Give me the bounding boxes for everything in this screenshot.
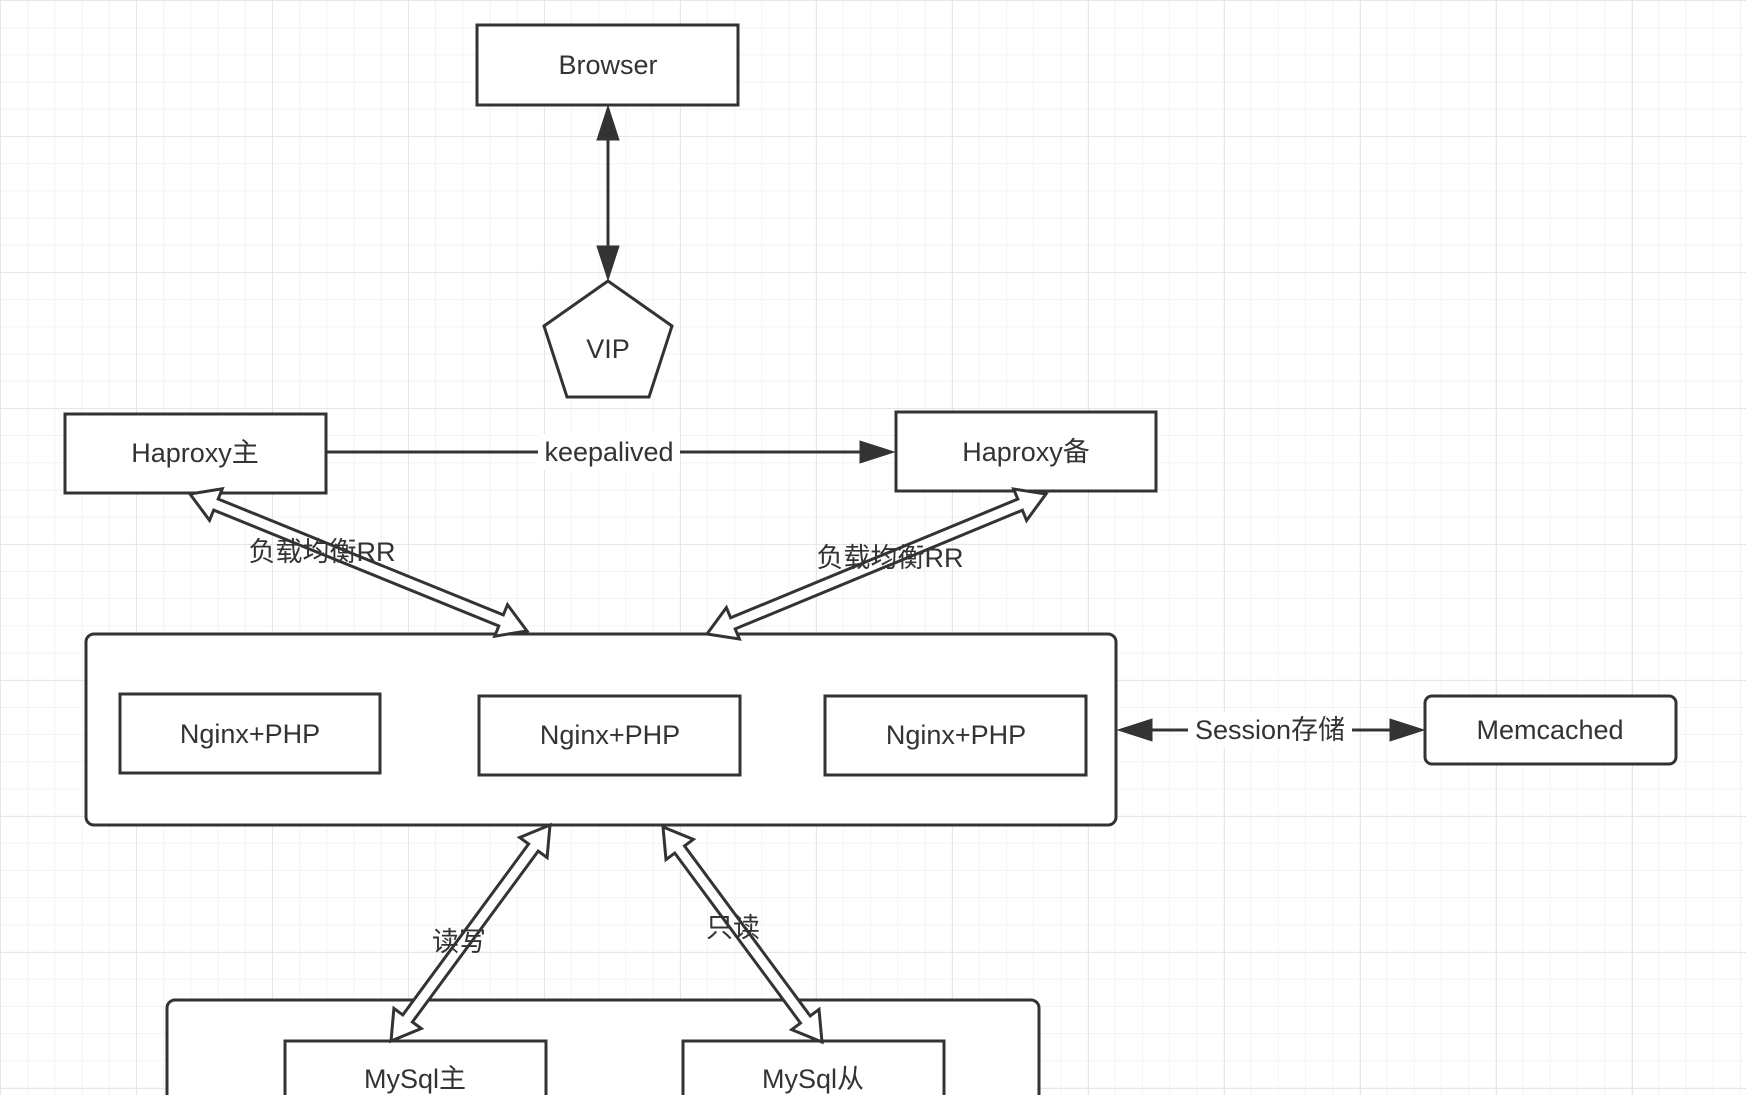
node-label-memcached: Memcached: [1476, 715, 1623, 745]
edge-read-write: 读写: [389, 822, 552, 1044]
node-mysql-slave[interactable]: MySql从: [681, 1039, 946, 1095]
edge-label-lb-left: 负载均衡RR: [249, 537, 396, 567]
node-web-3[interactable]: Nginx+PHP: [823, 694, 1088, 777]
node-web-2[interactable]: Nginx+PHP: [477, 694, 742, 777]
node-label-web-3: Nginx+PHP: [886, 720, 1026, 750]
node-vip[interactable]: VIP: [542, 279, 674, 399]
node-label-web-2: Nginx+PHP: [540, 720, 680, 750]
edge-lb-left: 负载均衡RR: [187, 486, 530, 639]
edge-browser-vip: [596, 104, 620, 282]
node-haproxy-backup[interactable]: Haproxy备: [894, 410, 1158, 493]
edge-read-only: 只读: [661, 824, 824, 1045]
node-label-haproxy-master: Haproxy主: [131, 438, 259, 468]
node-label-browser: Browser: [558, 50, 657, 80]
node-mysql-master[interactable]: MySql主: [283, 1039, 548, 1095]
edge-label-read-write: 读写: [432, 927, 486, 957]
node-memcached[interactable]: Memcached: [1423, 694, 1678, 766]
node-label-mysql-slave: MySql从: [762, 1064, 864, 1094]
edge-label-keepalived: keepalived: [544, 437, 673, 467]
node-label-vip: VIP: [586, 334, 630, 364]
node-label-web-1: Nginx+PHP: [180, 719, 320, 749]
node-haproxy-master[interactable]: Haproxy主: [63, 412, 328, 495]
node-label-haproxy-backup: Haproxy备: [962, 437, 1090, 467]
node-browser[interactable]: Browser: [475, 23, 740, 107]
edge-keepalived: keepalived: [327, 434, 896, 470]
edge-session: Session存储: [1116, 712, 1426, 748]
hollow-arrow-lb-left: [187, 486, 530, 639]
hollow-arrow-read-write: [389, 822, 552, 1044]
edge-lb-right: 负载均衡RR: [704, 487, 1049, 641]
edge-label-lb-right: 负载均衡RR: [817, 543, 964, 573]
node-web-1[interactable]: Nginx+PHP: [118, 692, 382, 775]
edge-label-session: Session存储: [1195, 715, 1345, 745]
hollow-arrow-lb-right: [704, 487, 1049, 641]
hollow-arrow-read-only: [661, 824, 824, 1045]
edge-label-read-only: 只读: [706, 913, 760, 943]
node-label-mysql-master: MySql主: [364, 1064, 466, 1094]
